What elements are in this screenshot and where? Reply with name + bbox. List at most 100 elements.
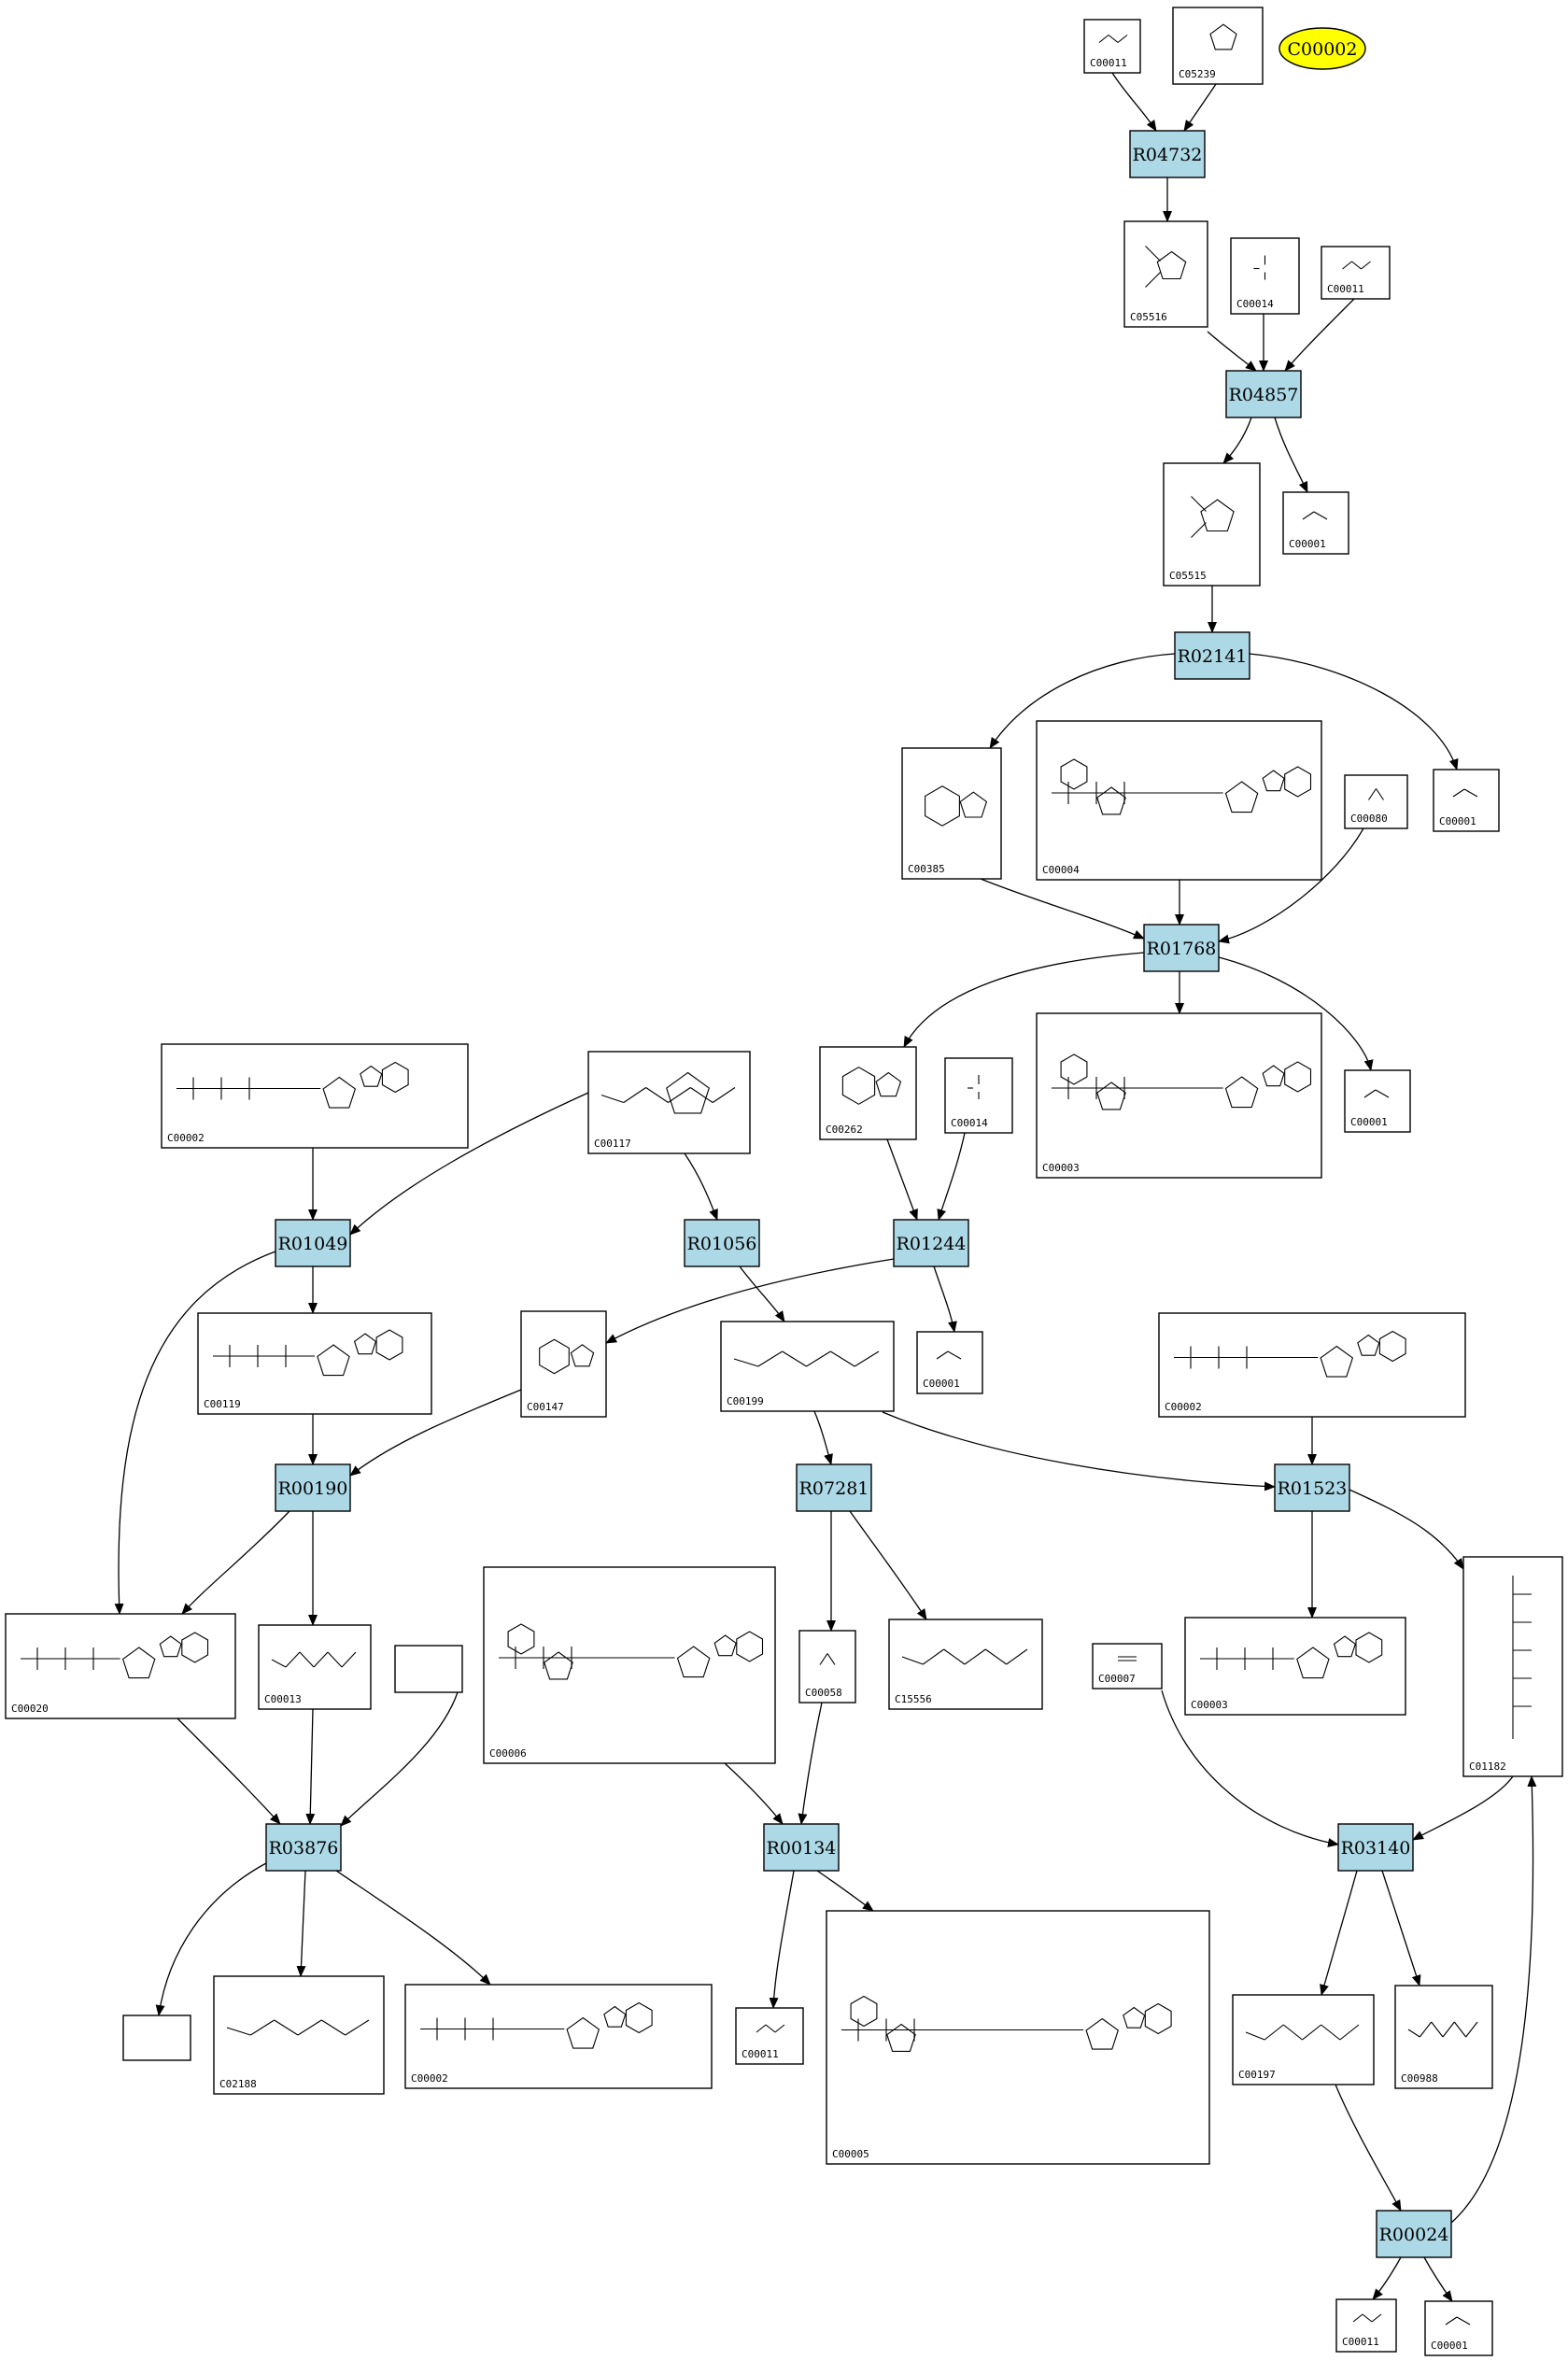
- molecule-structure: [1052, 758, 1312, 815]
- edge-8: [1274, 417, 1308, 493]
- compound-node[interactable]: C00385: [901, 747, 1002, 880]
- compound-node[interactable]: C00013: [258, 1624, 372, 1710]
- compound-node[interactable]: C00001: [916, 1331, 983, 1394]
- molecule-structure: [1452, 788, 1478, 798]
- reaction-node[interactable]: R00190: [275, 1463, 351, 1512]
- compound-node[interactable]: C00014: [1230, 237, 1300, 315]
- compound-node[interactable]: C00080: [1344, 774, 1408, 829]
- compound-id: C00002: [411, 2072, 448, 2085]
- reaction-node[interactable]: R03876: [265, 1823, 342, 1872]
- molecule-structure: [499, 1623, 764, 1680]
- edge-39: [177, 1718, 281, 1825]
- compound-node[interactable]: C05239: [1172, 7, 1264, 85]
- reaction-node[interactable]: R04732: [1129, 130, 1206, 178]
- compound-box: [404, 1984, 713, 2089]
- compound-node[interactable]: C00011: [735, 2007, 804, 2065]
- compound-node[interactable]: C00003: [1036, 1012, 1322, 1179]
- molecule-structure: [1302, 511, 1328, 520]
- compound-node[interactable]: C00147: [520, 1310, 607, 1418]
- compound-node[interactable]: C00007: [1092, 1643, 1163, 1689]
- reaction-label: R04732: [1133, 145, 1203, 165]
- compound-node[interactable]: C00001: [1344, 1069, 1411, 1133]
- compound-node[interactable]: C00001: [1282, 491, 1349, 555]
- compound-node[interactable]: C00011: [1335, 2298, 1397, 2353]
- reaction-node[interactable]: R01523: [1274, 1463, 1350, 1512]
- compound-box: [1083, 19, 1141, 74]
- compound-node[interactable]: C01182: [1462, 1556, 1563, 1777]
- molecule-structure: [539, 1338, 595, 1375]
- compound-node[interactable]: C00988: [1394, 1985, 1493, 2089]
- reaction-node[interactable]: R01244: [893, 1219, 969, 1267]
- compound-id: C00988: [1401, 2072, 1438, 2085]
- compound-box: [1123, 220, 1208, 328]
- edge-22: [937, 1132, 966, 1221]
- compound-node[interactable]: C00003: [1184, 1617, 1406, 1716]
- compound-id: C01182: [1469, 1760, 1506, 1773]
- reaction-node[interactable]: R01049: [275, 1219, 351, 1267]
- compound-node[interactable]: C00001: [1433, 769, 1500, 832]
- compound-id: C00014: [951, 1117, 988, 1129]
- compound-node[interactable]: C00058: [798, 1630, 856, 1704]
- compound-id: C00007: [1098, 1673, 1136, 1685]
- compound-box: [888, 1619, 1043, 1710]
- empty-box-2[interactable]: [122, 2015, 191, 2061]
- compound-node[interactable]: C00197: [1232, 1994, 1375, 2085]
- molecule-structure: [1342, 261, 1371, 270]
- edge-12: [980, 878, 1145, 940]
- reaction-node[interactable]: R03140: [1337, 1823, 1414, 1872]
- compound-node[interactable]: C00002: [161, 1043, 469, 1149]
- compound-node[interactable]: C00014: [944, 1057, 1013, 1134]
- compound-node[interactable]: C00006: [483, 1566, 776, 1764]
- edge-56: [1423, 2256, 1453, 2302]
- compound-node[interactable]: C00011: [1321, 246, 1391, 300]
- compound-box: [161, 1043, 469, 1149]
- reaction-node[interactable]: R01056: [684, 1219, 760, 1267]
- compound-node[interactable]: C15556: [888, 1619, 1043, 1710]
- reaction-box: [1376, 2210, 1452, 2258]
- compound-node[interactable]: C00002: [1158, 1312, 1466, 1418]
- reaction-node[interactable]: R01768: [1143, 924, 1220, 972]
- reaction-node[interactable]: R04857: [1225, 370, 1302, 418]
- molecule-structure: [1253, 255, 1266, 280]
- molecule-structure: [1352, 2313, 1382, 2323]
- edge-2: [1183, 83, 1217, 132]
- compound-node[interactable]: C00262: [819, 1046, 917, 1140]
- edge-30: [813, 1410, 833, 1465]
- compound-node[interactable]: C00001: [1424, 2300, 1493, 2356]
- reaction-node[interactable]: R02141: [1174, 631, 1250, 680]
- compound-id: C00011: [1342, 2336, 1379, 2348]
- compound-node[interactable]: C00002: [404, 1984, 713, 2089]
- edge-17: [1218, 956, 1374, 1071]
- compound-box: [197, 1312, 432, 1415]
- edge-1: [1111, 72, 1157, 132]
- compound-node[interactable]: C00020: [5, 1613, 236, 1719]
- compound-box: [1036, 1012, 1322, 1179]
- compound-node[interactable]: C05516: [1123, 220, 1208, 328]
- edge-44: [1161, 1689, 1339, 1847]
- compound-id: C00385: [908, 863, 945, 875]
- reaction-node[interactable]: R00024: [1376, 2210, 1452, 2258]
- compound-node[interactable]: C00011: [1083, 19, 1141, 74]
- compound-id: C00262: [826, 1124, 863, 1136]
- edge-49: [769, 1870, 795, 2009]
- reaction-node[interactable]: R00134: [763, 1823, 840, 1872]
- compound-node[interactable]: C00199: [720, 1321, 895, 1412]
- compound-node[interactable]: C00119: [197, 1312, 432, 1415]
- compound-node[interactable]: C05515: [1163, 462, 1261, 587]
- reaction-label: R00134: [767, 1838, 837, 1859]
- compound-node[interactable]: C00004: [1036, 720, 1322, 881]
- molecule-structure: [819, 1653, 836, 1665]
- empty-box-1[interactable]: [394, 1645, 463, 1693]
- compound-node[interactable]: C00117: [587, 1051, 751, 1154]
- compound-node[interactable]: C00005: [826, 1910, 1210, 2165]
- compound-box: [1036, 720, 1322, 881]
- molecule-structure: [21, 1632, 209, 1679]
- reaction-node[interactable]: R07281: [796, 1463, 872, 1512]
- highlight-node[interactable]: C00002: [1278, 27, 1366, 70]
- edge-11: [1249, 653, 1459, 771]
- compound-box: [520, 1310, 607, 1418]
- molecule-structure: [756, 2024, 785, 2033]
- compound-node[interactable]: C02188: [213, 1975, 385, 2095]
- compound-id: C00005: [832, 2148, 869, 2160]
- molecule-structure: [177, 1061, 409, 1109]
